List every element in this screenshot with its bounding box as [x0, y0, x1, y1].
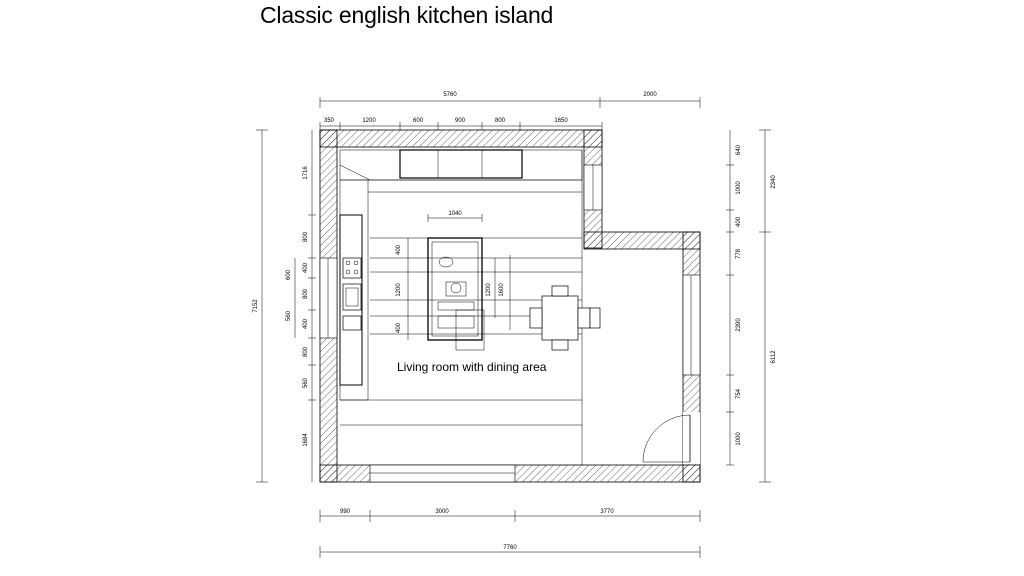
- dim-island-1200a: 1200: [396, 283, 402, 297]
- dim-left-400b: 400: [303, 318, 309, 329]
- bottom-dimensions: [319, 510, 701, 558]
- dim-right-400: 400: [736, 216, 742, 227]
- dim-bottom-total: 7760: [503, 545, 517, 551]
- door: [642, 414, 691, 463]
- page-title: Classic english kitchen island: [260, 2, 554, 28]
- dim-right-640: 640: [736, 144, 742, 155]
- dim-island-400b: 400: [396, 322, 402, 333]
- dim-left-400a: 400: [303, 262, 309, 273]
- dim-island-1200b: 1200: [486, 283, 492, 297]
- dim-left-560b: 560: [303, 377, 309, 388]
- dim-right-2340: 2340: [771, 175, 777, 189]
- dim-island-1600: 1600: [499, 283, 505, 297]
- dim-top-total: 5760: [443, 92, 457, 98]
- dim-top-600: 600: [413, 118, 424, 124]
- dim-left-560: 560: [286, 310, 292, 321]
- dim-island-width: 1040: [448, 211, 462, 217]
- dim-island-400a: 400: [396, 244, 402, 255]
- dim-left-1684: 1684: [303, 433, 309, 447]
- kitchen-island: [370, 214, 582, 351]
- walls: [319, 129, 701, 483]
- left-dimensions: [256, 129, 316, 483]
- dim-left-800c: 800: [303, 346, 309, 357]
- dim-top-800: 800: [495, 118, 506, 124]
- dim-top-right: 2000: [643, 92, 657, 98]
- room-label: Living room with dining area: [397, 360, 547, 374]
- dim-left-600: 600: [286, 269, 292, 280]
- dim-left-800a: 800: [303, 231, 309, 242]
- dim-top-1650: 1650: [554, 118, 568, 124]
- dim-right-1000a: 1000: [736, 181, 742, 195]
- dim-right-1000b: 1000: [736, 432, 742, 446]
- dim-left-total: 7152: [253, 299, 259, 313]
- dim-top-900: 900: [455, 118, 466, 124]
- dim-right-778: 778: [736, 248, 742, 259]
- dim-bottom-3000: 3000: [435, 509, 449, 515]
- dim-right-6112: 6112: [771, 350, 777, 364]
- dim-left-1716: 1716: [303, 166, 309, 180]
- dim-bottom-3770: 3770: [600, 509, 614, 515]
- dim-right-2390: 2390: [736, 318, 742, 332]
- dim-top-1200: 1200: [362, 118, 376, 124]
- dining-table: [529, 285, 601, 351]
- dim-right-754: 754: [736, 388, 742, 399]
- kitchen-counters: [339, 149, 583, 465]
- right-dimensions: [726, 129, 771, 483]
- dim-bottom-990: 990: [340, 509, 351, 515]
- dim-left-800b: 800: [303, 288, 309, 299]
- dim-top-350: 350: [324, 118, 335, 124]
- top-dimensions: [319, 97, 701, 130]
